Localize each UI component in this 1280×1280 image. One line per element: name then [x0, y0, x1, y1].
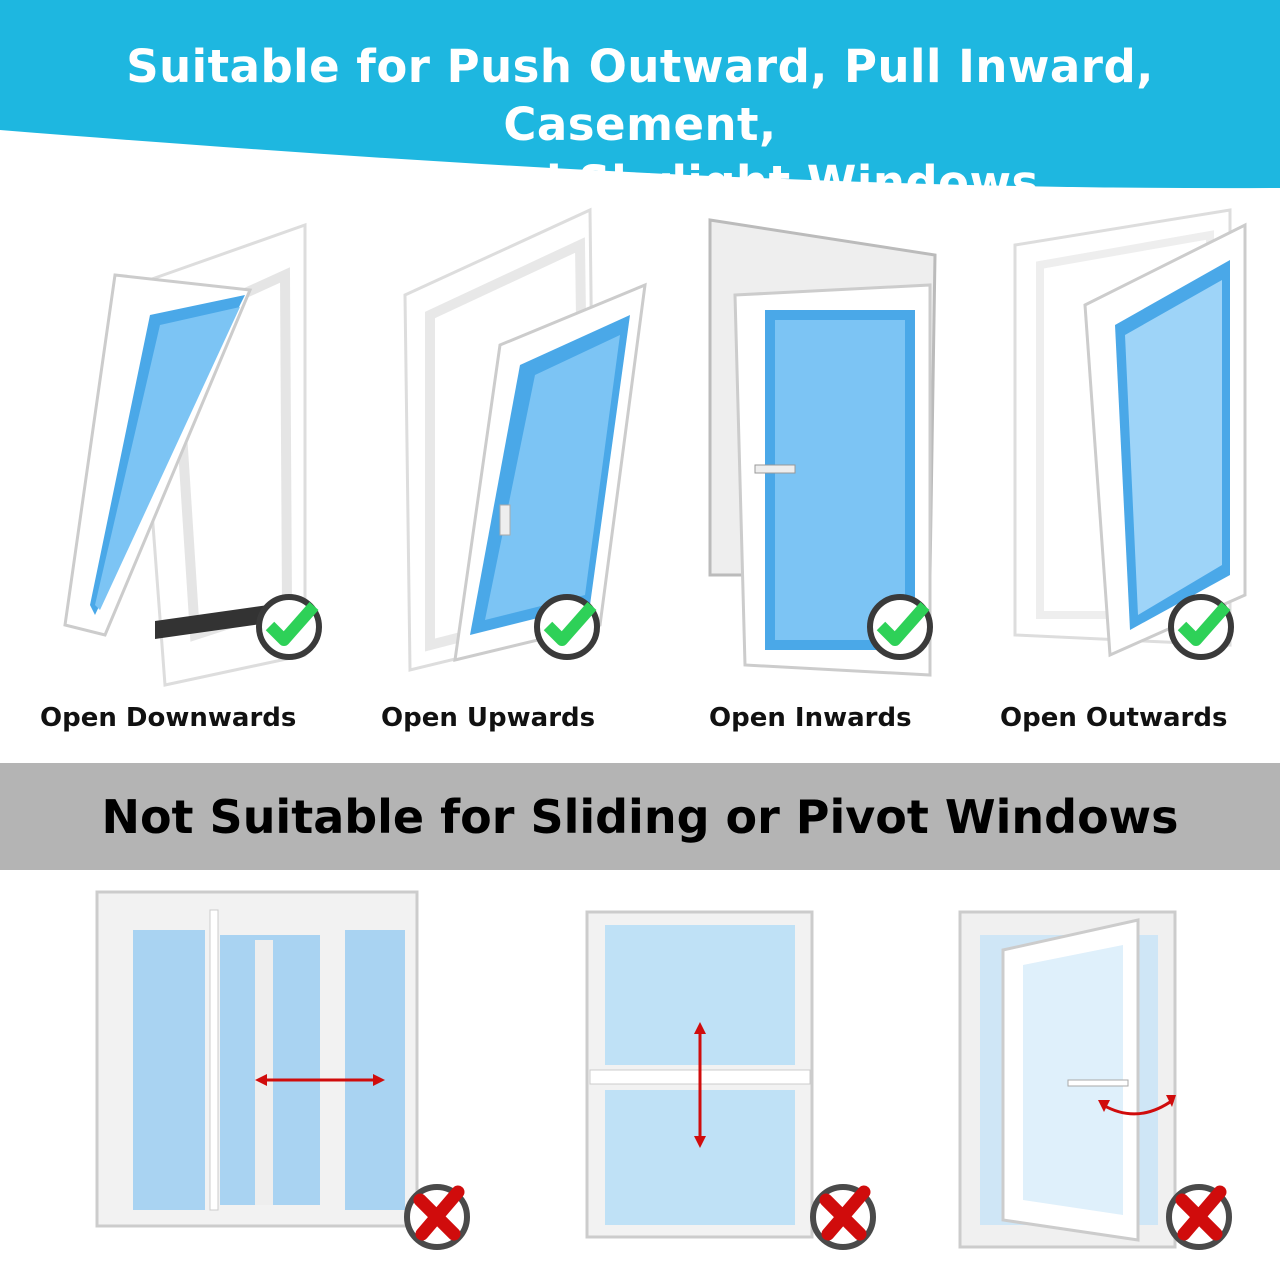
not-suitable-band [0, 763, 1280, 870]
cross-icon [1166, 1184, 1232, 1250]
label-open-upwards: Open Upwards [381, 703, 596, 733]
window-open-outwards-illustration [1013, 208, 1247, 658]
window-sliding-horizontal-illustration [95, 890, 419, 1228]
not-suitable-title: Not Suitable for Sliding or Pivot Window… [101, 790, 1179, 844]
banner-wave-shape [0, 0, 1280, 189]
cross-icon [404, 1184, 470, 1250]
label-open-outwards: Open Outwards [1000, 703, 1228, 733]
banner-title: Suitable for Push Outward, Pull Inward, … [0, 38, 1280, 212]
window-open-upwards-illustration [403, 207, 647, 672]
window-sliding-vertical-illustration [585, 910, 814, 1239]
banner-title-line2: Awning, and Skylight Windows [241, 156, 1039, 209]
check-icon [867, 594, 933, 660]
check-icon [534, 594, 600, 660]
label-open-downwards: Open Downwards [40, 703, 297, 733]
header-banner: Suitable for Push Outward, Pull Inward, … [0, 0, 1280, 209]
window-open-inwards-illustration [708, 218, 937, 677]
window-pivot-illustration [958, 910, 1177, 1249]
check-icon [256, 594, 322, 660]
label-open-inwards: Open Inwards [709, 703, 912, 733]
cross-icon [810, 1184, 876, 1250]
check-icon [1168, 594, 1234, 660]
banner-title-line1: Suitable for Push Outward, Pull Inward, … [126, 40, 1154, 151]
